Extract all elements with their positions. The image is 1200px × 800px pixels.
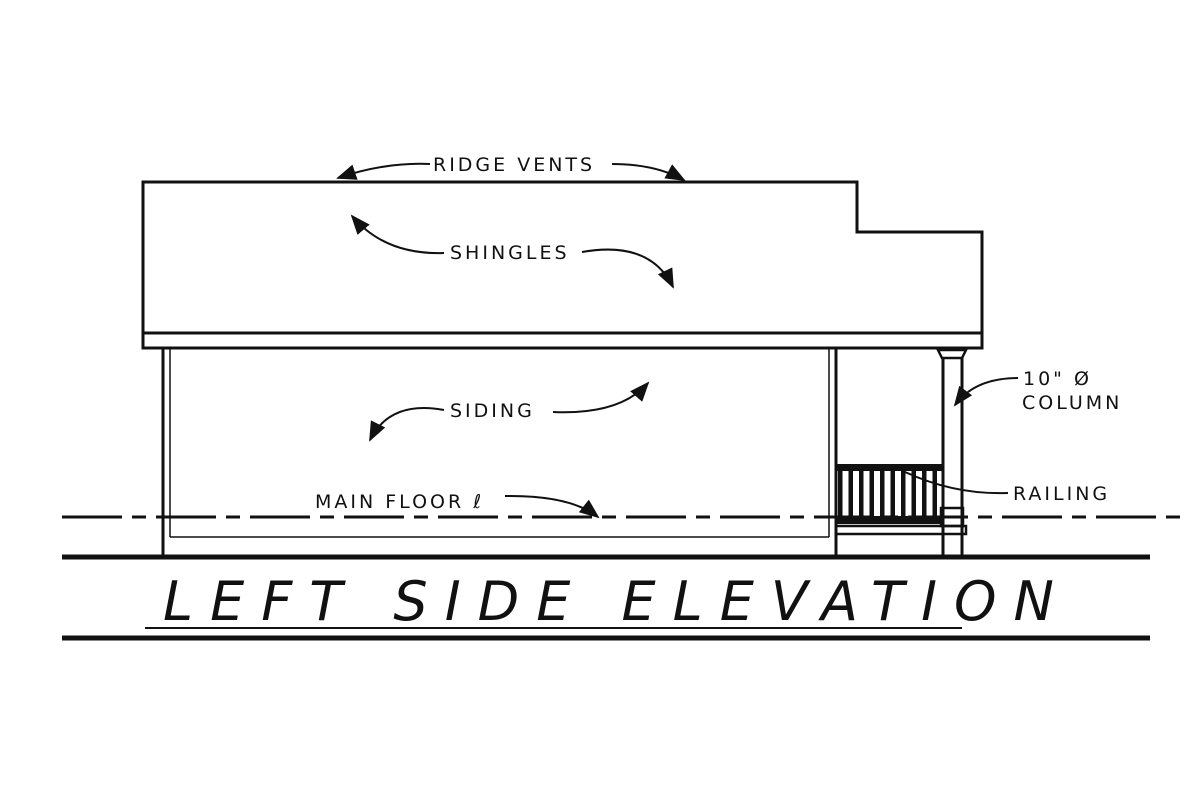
baluster <box>838 471 843 517</box>
porch-railing <box>834 464 968 536</box>
main-walls <box>161 348 838 557</box>
baluster <box>901 471 906 517</box>
column-label-line2: COLUMN <box>1022 392 1122 414</box>
baluster <box>859 471 864 517</box>
leader-arrow <box>336 162 431 180</box>
baluster <box>932 471 937 517</box>
ridge-vents-label: RIDGE VENTS <box>433 154 595 176</box>
baluster <box>880 471 885 517</box>
leader-arrow <box>369 407 445 442</box>
baluster <box>922 471 927 517</box>
leader-arrow <box>350 214 445 255</box>
column-label-line1: 10" Ø <box>1023 368 1092 390</box>
leader-arrow <box>504 494 600 519</box>
siding-label: SIDING <box>450 400 535 422</box>
roof <box>141 180 984 350</box>
baluster <box>890 471 895 517</box>
leader-arrow <box>581 248 674 289</box>
leader-arrow <box>953 377 1019 407</box>
leader-arrow <box>904 471 1009 495</box>
leader-arrow <box>611 163 686 181</box>
railing-label: RAILING <box>1013 483 1110 505</box>
shingles-label: SHINGLES <box>450 242 570 264</box>
main-floor-label: MAIN FLOOR ℓ <box>315 491 484 513</box>
drawing-title: LEFT SIDE ELEVATION <box>163 570 1071 633</box>
leader-arrow <box>552 381 650 414</box>
baluster <box>869 471 874 517</box>
baluster <box>848 471 853 517</box>
baluster <box>911 471 916 517</box>
